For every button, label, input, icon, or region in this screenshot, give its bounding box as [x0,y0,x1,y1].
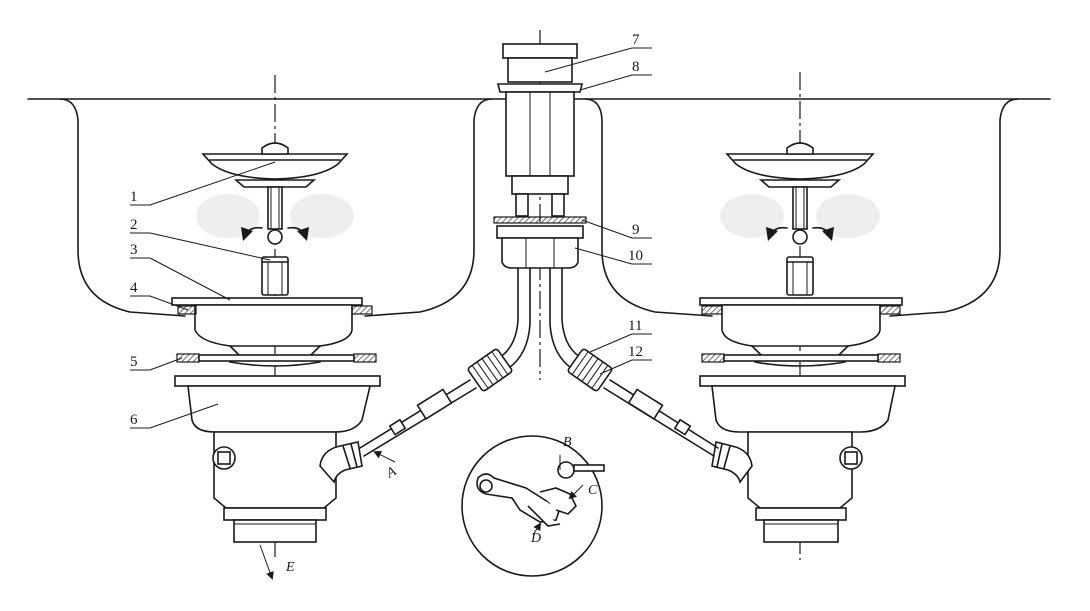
label-e: E [285,560,295,575]
callout-5: 5 [130,354,138,370]
callout-3: 3 [130,242,138,258]
callout-2: 2 [130,217,138,233]
label-c: C [588,483,598,498]
callout-8: 8 [632,59,640,75]
label-a: A [383,464,399,482]
callout-9: 9 [632,222,640,238]
right-strainer-assembly [699,72,906,560]
callout-11: 11 [628,318,642,334]
label-d: D [530,531,541,546]
callout-1: 1 [130,189,138,205]
center-control-assembly [359,30,719,457]
callout-labels: 1 2 3 4 5 6 7 8 9 10 11 12 A B C D E [130,32,643,575]
callout-10: 10 [628,248,643,264]
callout-4: 4 [130,280,138,296]
callout-6: 6 [130,412,138,428]
leader-lines [130,47,652,580]
detail-view [461,435,605,577]
callout-7: 7 [632,32,640,48]
callout-12: 12 [628,344,643,360]
left-strainer-assembly [171,75,381,560]
label-b: B [563,435,572,450]
